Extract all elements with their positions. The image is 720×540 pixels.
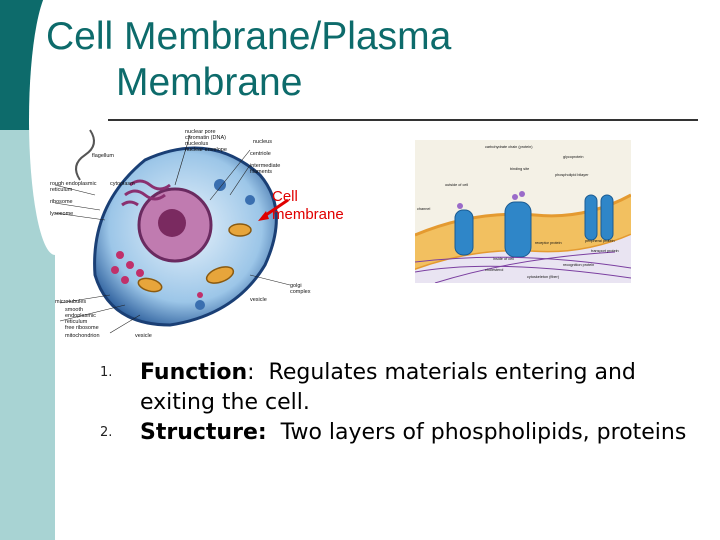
label-transport-protein: transport protein	[591, 249, 619, 253]
cell-diagram: nuclear pore chromatin (DNA) nucleolus n…	[50, 129, 311, 339]
label-inside: inside of cell	[493, 257, 514, 261]
label-endoplasmic: endoplasmic	[65, 313, 96, 319]
label-filaments: filaments	[250, 169, 272, 175]
cell-label-line-1: Cell	[272, 188, 298, 205]
title-line-1: Cell Membrane/Plasma	[46, 15, 452, 58]
list-item-structure: 2. Structure: Two layers of phospholipid…	[100, 418, 700, 448]
label-peripheral: peripheral protein	[585, 239, 615, 243]
label-intermediate: intermediate	[250, 163, 280, 169]
label-receptor-protein: receptor protein	[535, 241, 562, 245]
label-glycoprotein: glycoprotein	[563, 155, 583, 159]
bullet-list: 1. Function: Regulates materials enterin…	[100, 358, 700, 448]
label-nucleus: nucleus	[253, 139, 272, 145]
label-free-ribosome: free ribosome	[65, 325, 99, 331]
label-phospholipid-bilayer: phospholipid bilayer	[555, 173, 589, 177]
label-microtubules: microtubules	[55, 299, 86, 305]
list-number: 2.	[100, 425, 113, 440]
structure-label: Structure:	[140, 420, 267, 445]
label-carbohydrate-chain: carbohydrate chain (protein)	[485, 145, 533, 149]
label-flagellum: flagellum	[92, 153, 114, 159]
label-centriole: centriole	[250, 151, 271, 157]
label-rough-er: rough endoplasmic	[50, 181, 97, 187]
label-ribosome: ribosome	[50, 199, 73, 205]
label-complex: complex	[290, 289, 311, 295]
label-reticulum: reticulum	[50, 187, 73, 193]
label-cholesterol: cholesterol	[485, 268, 504, 272]
list-item-function: 1. Function: Regulates materials enterin…	[100, 358, 700, 418]
label-golgi: golgi	[290, 283, 302, 289]
function-text: Regulates materials entering and exiting…	[140, 360, 643, 415]
cell-membrane-arrowhead	[258, 211, 269, 221]
label-cytoplasm: cytoplasm	[110, 181, 135, 187]
list-number: 1.	[100, 365, 113, 380]
side-decoration	[0, 0, 55, 540]
label-recognition: recognition protein	[563, 263, 594, 267]
label-lysosome: lysosome	[50, 211, 73, 217]
title-underline	[108, 119, 698, 121]
function-label: Function	[140, 360, 248, 385]
cell-membrane-label: Cell membrane	[272, 188, 344, 224]
label-outside: outside of cell	[445, 183, 468, 187]
label-nucleolus: nucleolus	[185, 141, 208, 147]
label-vesicle-2: vesicle	[135, 333, 152, 339]
label-reticulum-2: reticulum	[65, 319, 88, 325]
function-colon: :	[247, 360, 255, 385]
structure-text: Two layers of phospholipids, proteins	[266, 420, 687, 445]
label-chromatin: chromatin (DNA)	[185, 135, 226, 141]
label-vesicle: vesicle	[250, 297, 267, 303]
label-channel: channel	[417, 207, 430, 211]
cell-label-line-2: membrane	[272, 206, 344, 223]
label-binding-site: binding site	[510, 167, 529, 171]
label-nuclear-envelope: nuclear envelope	[185, 147, 227, 153]
label-smooth: smooth	[65, 307, 83, 313]
label-mitochondrion: mitochondrion	[65, 333, 100, 339]
membrane-diagram: carbohydrate chain (protein) glycoprotei…	[415, 140, 631, 283]
label-nuclear-pore: nuclear pore	[185, 129, 216, 135]
label-cytoskeleton: cytoskeleton (fiber)	[527, 275, 560, 279]
slide-title: Cell Membrane/Plasma Membrane	[46, 14, 606, 106]
title-line-2: Membrane	[116, 61, 303, 104]
